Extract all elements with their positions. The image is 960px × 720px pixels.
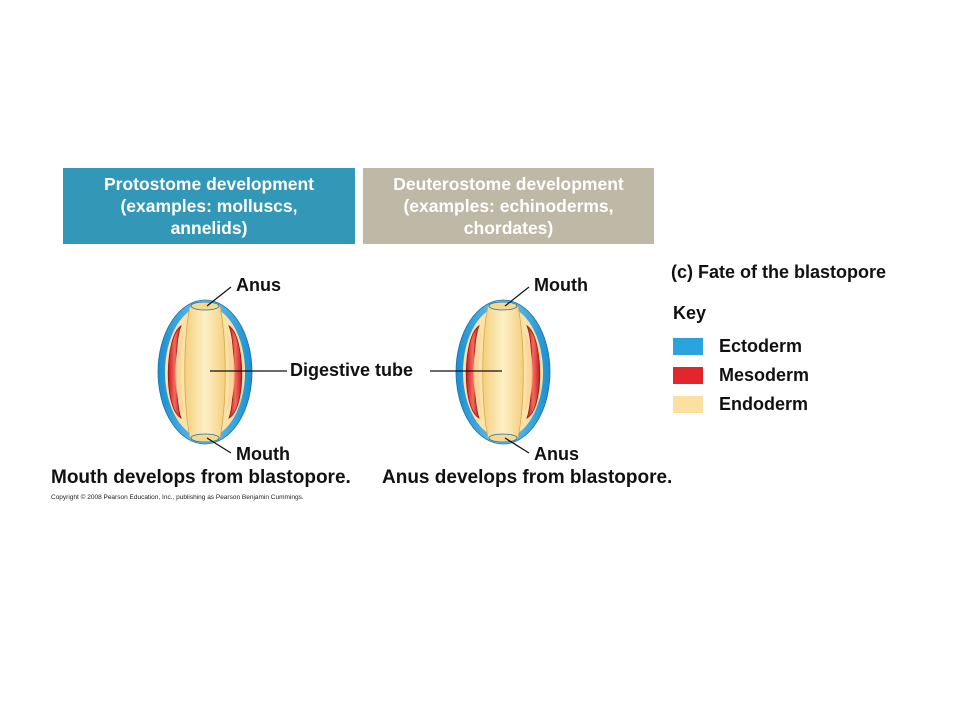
deuterostome-bottom-leader — [504, 437, 530, 454]
protostome-top-label: Anus — [236, 275, 281, 295]
digestive-tube-label: Digestive tube — [290, 360, 414, 380]
mesoderm-label: Mesoderm — [719, 364, 810, 385]
protostome-header-line-1: Protostome development — [103, 174, 315, 194]
key-item-ectoderm: Ectoderm — [673, 336, 802, 356]
deuterostome-header-line-1: Deuterostome development — [393, 174, 624, 194]
deuterostome-bottom-label: Anus — [534, 444, 579, 464]
fate-title: (c) Fate of the blastopore — [671, 262, 887, 282]
key-title: Key — [673, 303, 707, 323]
protostome-caption: Mouth develops from blastopore. — [51, 467, 351, 488]
deuterostome-header-line-2: (examples: echinoderms, — [403, 196, 614, 216]
mesoderm-swatch — [673, 366, 703, 384]
deuterostome-embryo — [455, 299, 551, 445]
endoderm-swatch — [673, 395, 703, 413]
deuterostome-caption: Anus develops from blastopore. — [382, 467, 673, 488]
key-item-mesoderm: Mesoderm — [673, 365, 809, 385]
protostome-top-leader — [206, 286, 232, 307]
deuterostome-top-leader — [504, 286, 530, 307]
protostome-header-line-2: (examples: molluscs, — [120, 196, 298, 216]
deuterostome-header: Deuterostome development (examples: echi… — [363, 168, 654, 244]
deuterostome-top-label: Mouth — [534, 275, 588, 295]
protostome-bottom-label: Mouth — [236, 444, 290, 464]
key-item-endoderm: Endoderm — [673, 394, 808, 414]
protostome-bottom-leader — [206, 437, 232, 454]
ectoderm-swatch — [673, 337, 703, 355]
protostome-header: Protostome development (examples: mollus… — [63, 168, 355, 244]
copyright-notice: Copyright © 2008 Pearson Education, Inc.… — [51, 494, 304, 501]
ectoderm-label: Ectoderm — [719, 335, 803, 356]
protostome-header-line-3: annelids) — [170, 218, 248, 238]
deuterostome-header-line-3: chordates) — [463, 218, 554, 238]
endoderm-label: Endoderm — [719, 393, 809, 414]
protostome-embryo — [157, 299, 253, 445]
